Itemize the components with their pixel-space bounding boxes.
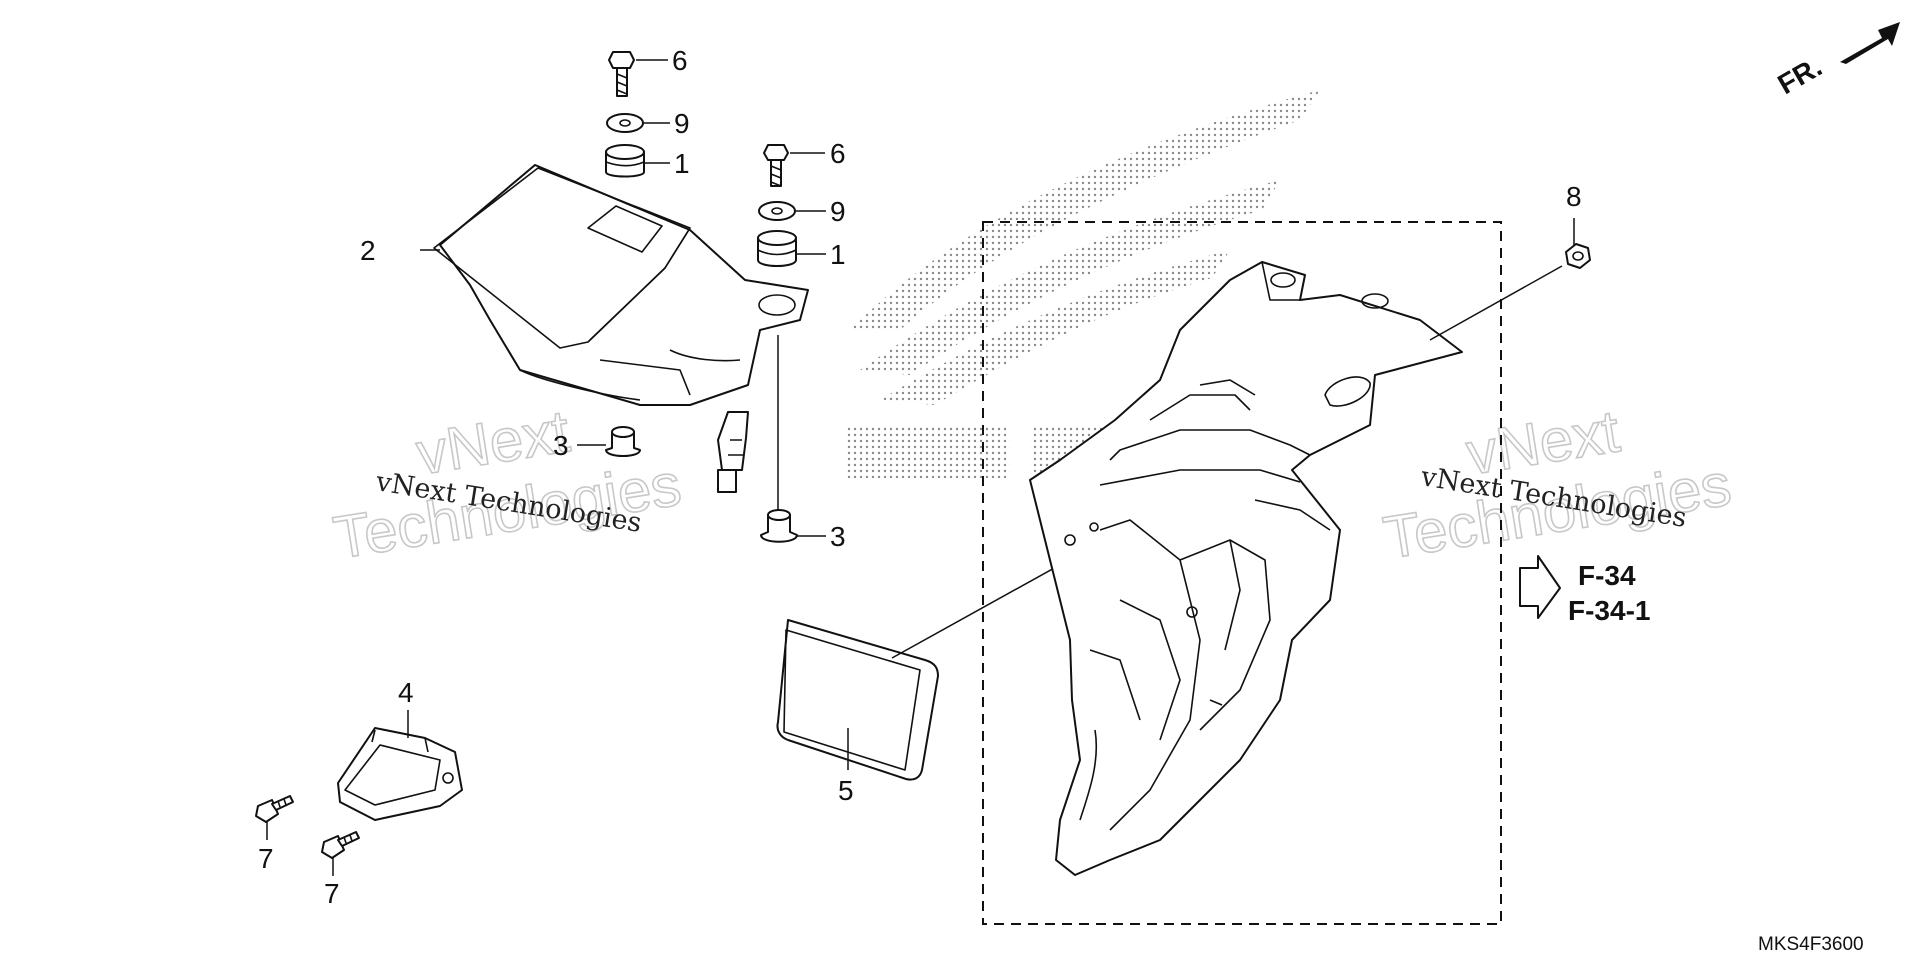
part-number-9[interactable]: 9	[674, 108, 690, 139]
washer-9-center[interactable]	[758, 201, 796, 221]
collar-3-left[interactable]	[605, 426, 641, 457]
diagram-code: MKS4F3600	[1758, 934, 1864, 955]
reference-arrow-icon[interactable]	[1519, 555, 1561, 619]
part-number-8[interactable]: 8	[1566, 181, 1582, 212]
reference-link-f34[interactable]: F-34	[1578, 560, 1636, 591]
part-number-4[interactable]: 4	[398, 677, 414, 708]
grommet-1-center[interactable]	[757, 230, 797, 267]
front-direction-arrow[interactable]: FR.	[1773, 22, 1901, 100]
part-number-6[interactable]: 6	[830, 138, 846, 169]
collar-3-center[interactable]	[760, 509, 798, 543]
part-number-1[interactable]: 1	[674, 148, 690, 179]
part-number-1[interactable]: 1	[830, 239, 846, 270]
assembly-outline-box	[982, 221, 1502, 925]
taillight-housing-2[interactable]	[433, 164, 809, 406]
screw-7-left[interactable]	[255, 795, 294, 823]
part-number-3[interactable]: 3	[830, 521, 846, 552]
part-number-7[interactable]: 7	[324, 878, 340, 909]
part-number-6[interactable]: 6	[672, 45, 688, 76]
reference-link-f34-1[interactable]: F-34-1	[1568, 595, 1650, 626]
front-direction-label: FR.	[1773, 51, 1828, 100]
license-light-wire-harness[interactable]	[429, 411, 749, 754]
arrow-icon	[1840, 22, 1900, 64]
screw-7-right[interactable]	[321, 831, 360, 859]
part-number-9[interactable]: 9	[830, 196, 846, 227]
washer-9-upper-left[interactable]	[606, 113, 644, 133]
watermark-left: vNext Technologies	[328, 397, 686, 573]
license-light-4[interactable]	[337, 727, 463, 821]
bolt-6-upper-left[interactable]	[608, 51, 635, 97]
rear-reflector-5[interactable]	[776, 619, 939, 781]
part-number-3[interactable]: 3	[553, 430, 569, 461]
part-number-7[interactable]: 7	[258, 843, 274, 874]
rear-fender-assembly[interactable]	[1029, 261, 1463, 876]
part-number-5[interactable]: 5	[838, 775, 854, 806]
bolt-6-center[interactable]	[763, 144, 789, 187]
nut-8[interactable]	[1565, 243, 1591, 269]
part-number-2[interactable]: 2	[360, 235, 376, 266]
grommet-1-upper-left[interactable]	[605, 144, 645, 178]
